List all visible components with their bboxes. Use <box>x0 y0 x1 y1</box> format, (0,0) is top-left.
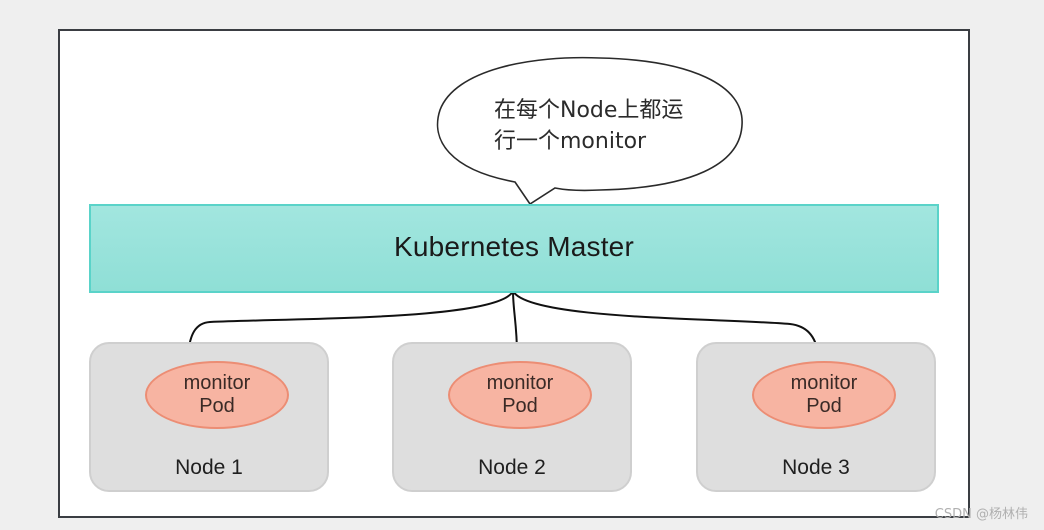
watermark: CSDN @杨林伟 <box>934 507 1028 522</box>
node-2-box: monitor Pod Node 2 <box>392 342 632 492</box>
node-label: Node 2 <box>478 456 546 479</box>
callout-line-2: 行一个monitor <box>494 129 647 154</box>
kubernetes-master-box: Kubernetes Master <box>89 204 939 293</box>
pod-label-line-2: Pod <box>502 395 538 417</box>
callout-text: 在每个Node上都运 行一个monitor <box>494 95 724 157</box>
edge-master-node-3 <box>512 290 822 356</box>
node-label: Node 1 <box>175 456 243 479</box>
node-label: Node 3 <box>782 456 850 479</box>
callout-line-1: 在每个Node上都运 <box>494 98 684 123</box>
master-label: Kubernetes Master <box>394 230 634 262</box>
monitor-pod-node-3: monitor Pod <box>752 361 896 429</box>
monitor-pod-node-2: monitor Pod <box>448 361 592 429</box>
pod-label-line-1: monitor <box>790 372 858 394</box>
pod-label-line-2: Pod <box>806 395 842 417</box>
node-1-box: monitor Pod Node 1 <box>89 342 329 492</box>
node-3-box: monitor Pod Node 3 <box>696 342 936 492</box>
pod-label-line-1: monitor <box>486 372 554 394</box>
monitor-pod-node-1: monitor Pod <box>145 361 289 429</box>
edge-master-node-1 <box>184 290 514 356</box>
pod-label-line-1: monitor <box>183 372 251 394</box>
speech-bubble <box>436 56 743 206</box>
pod-label-line-2: Pod <box>199 395 235 417</box>
